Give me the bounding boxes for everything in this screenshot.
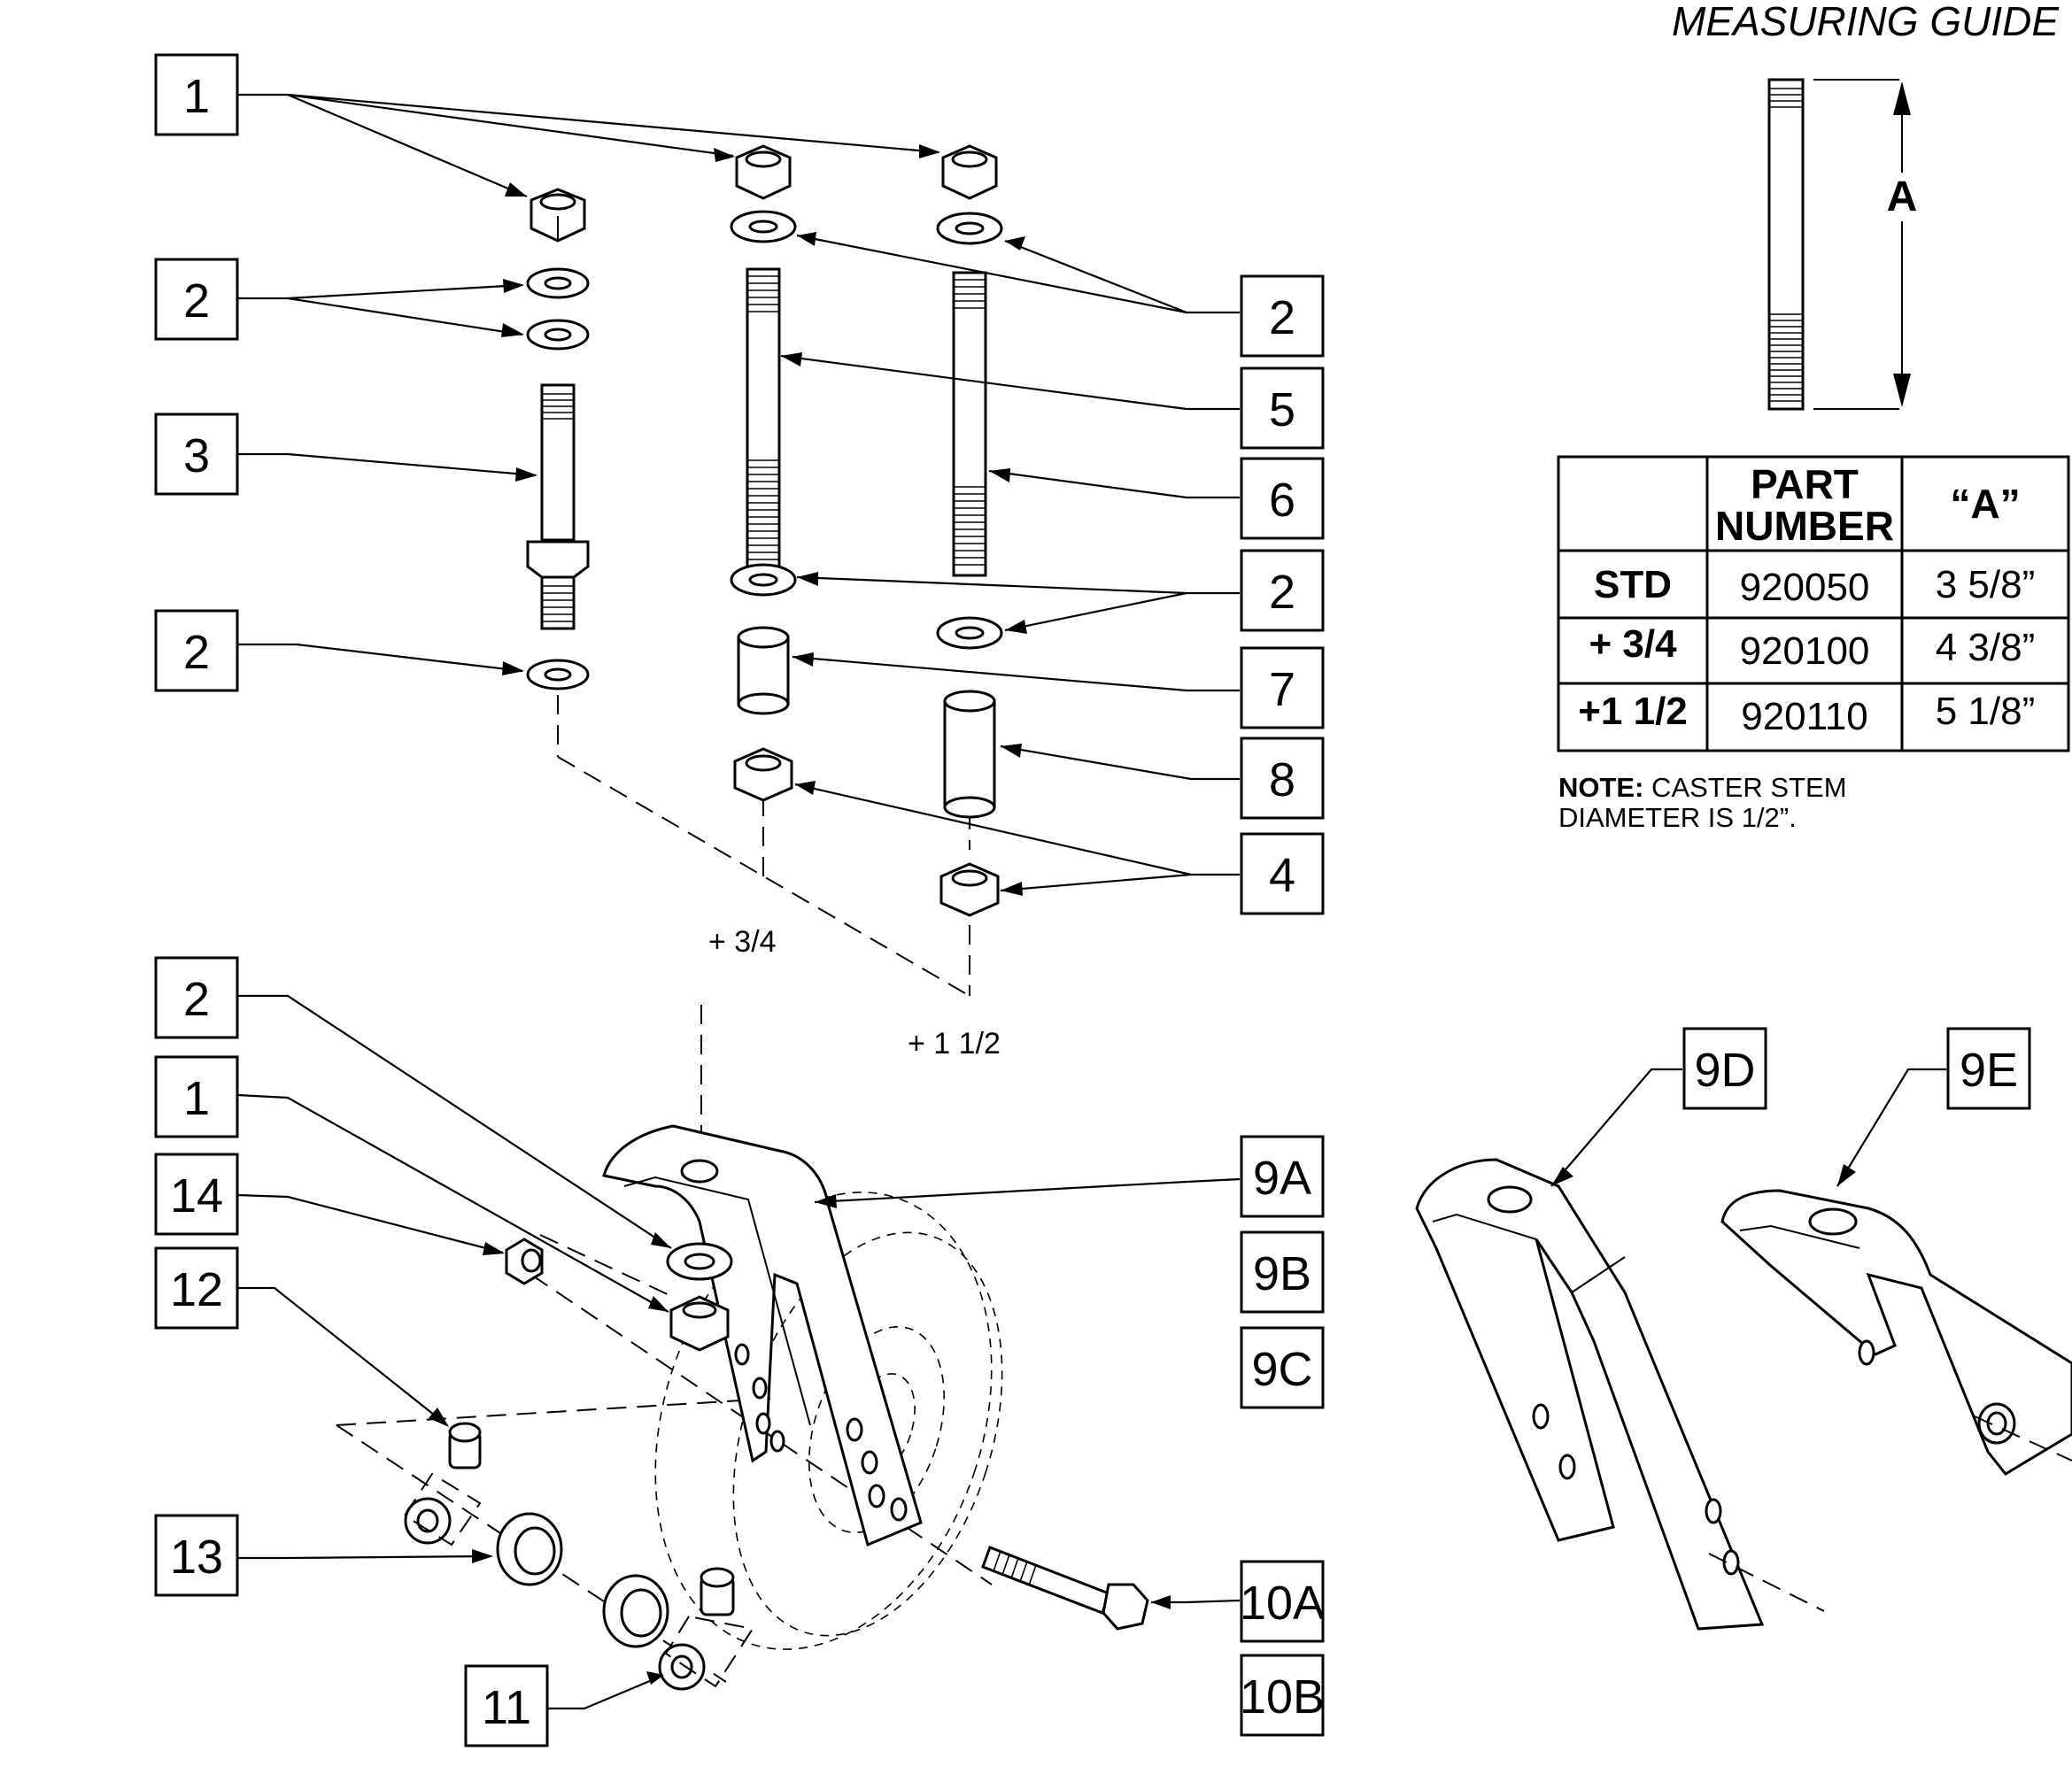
callout-9b: 9B <box>1240 1230 1325 1314</box>
stem-assembly-plus-three-quarter <box>730 144 797 802</box>
callout-11: 11 <box>464 1664 549 1747</box>
svg-text:5: 5 <box>1269 383 1295 436</box>
svg-text:14: 14 <box>170 1169 223 1223</box>
svg-text:11: 11 <box>482 1681 531 1734</box>
svg-text:NOTE: CASTER STEM: NOTE: CASTER STEM <box>1558 772 1847 803</box>
stem-assembly-plus-one-half <box>936 144 1003 917</box>
svg-text:4: 4 <box>1269 849 1295 902</box>
callout-9d: 9D <box>1682 1027 1767 1110</box>
table-row-one-half-a: 5 1/8” <box>1936 690 2036 733</box>
callout-10b: 10B <box>1240 1654 1325 1737</box>
svg-text:9A: 9A <box>1253 1152 1311 1205</box>
table-header-part-line1: PART <box>1751 461 1859 507</box>
table-header-a: “A” <box>1950 481 2020 527</box>
size-label-plus-three-quarter: + 3/4 <box>708 925 777 959</box>
table-row-std-part: 920050 <box>1740 566 1870 609</box>
svg-text:9C: 9C <box>1251 1343 1312 1396</box>
callout-8: 8 <box>1240 737 1325 820</box>
caster-fork-9d <box>1415 1158 1825 1631</box>
callout-1-top: 1 <box>154 53 239 136</box>
svg-text:9D: 9D <box>1694 1044 1755 1097</box>
leader-lines <box>236 93 1946 1710</box>
callout-9a: 9A <box>1240 1135 1325 1218</box>
table-header-part-line2: NUMBER <box>1715 503 1894 549</box>
callout-6: 6 <box>1240 457 1325 540</box>
svg-text:2: 2 <box>183 973 210 1026</box>
caster-fork-9e <box>1720 1189 2072 1476</box>
callout-boxes: 1 2 3 2 2 5 6 2 7 8 4 2 1 14 12 13 11 9A… <box>154 53 2031 1747</box>
svg-text:7: 7 <box>1269 663 1295 716</box>
svg-text:2: 2 <box>1269 291 1295 344</box>
svg-text:2: 2 <box>183 274 210 328</box>
svg-text:12: 12 <box>170 1263 223 1316</box>
svg-text:8: 8 <box>1269 753 1295 806</box>
note-bold: NOTE: <box>1558 772 1643 803</box>
callout-9c: 9C <box>1240 1326 1325 1409</box>
callout-14: 14 <box>154 1153 239 1236</box>
svg-text:2: 2 <box>1269 566 1295 619</box>
callout-10a: 10A <box>1240 1560 1325 1643</box>
svg-text:13: 13 <box>170 1531 223 1584</box>
table-row-std-a: 3 5/8” <box>1936 563 2036 606</box>
callout-9e: 9E <box>1946 1027 2031 1110</box>
measuring-guide-title: MEASURING GUIDE <box>1672 0 2060 44</box>
note-line2: DIAMETER IS 1/2”. <box>1558 802 1797 833</box>
callout-2-right-b: 2 <box>1240 549 1325 632</box>
callout-2-right-a: 2 <box>1240 274 1325 358</box>
stem-assembly-std <box>526 188 590 690</box>
callout-2-lower: 2 <box>154 956 239 1039</box>
callout-7: 7 <box>1240 646 1325 729</box>
note-line1: CASTER STEM <box>1643 772 1846 803</box>
callout-13: 13 <box>154 1514 239 1597</box>
svg-text:2: 2 <box>183 626 210 679</box>
dimension-a-label: A <box>1887 174 1918 220</box>
svg-text:1: 1 <box>183 1072 210 1125</box>
caster-fork-9a <box>602 1124 923 1547</box>
svg-text:9E: 9E <box>1960 1044 2018 1097</box>
table-row-one-half-size: +1 1/2 <box>1578 690 1688 733</box>
svg-text:1: 1 <box>183 70 210 123</box>
table-row-std-size: STD <box>1594 563 1672 606</box>
part-number-table: PART NUMBER “A” STD 920050 3 5/8” + 3/4 … <box>1557 455 2070 752</box>
svg-text:3: 3 <box>183 429 210 482</box>
arrow-heads <box>429 144 1856 1685</box>
measuring-guide: MEASURING GUIDE A <box>1672 0 2060 411</box>
table-row-three-quarter-part: 920100 <box>1740 629 1870 673</box>
callout-2-left-b: 2 <box>154 609 239 692</box>
table-row-three-quarter-size: + 3/4 <box>1589 622 1677 666</box>
caster-stem-note: NOTE: CASTER STEM DIAMETER IS 1/2”. <box>1558 772 1847 833</box>
axle-hardware <box>403 1422 1149 1691</box>
fork-top-hardware <box>505 1238 733 1352</box>
callout-4: 4 <box>1240 832 1325 915</box>
callout-2-left-a: 2 <box>154 258 239 341</box>
callout-3: 3 <box>154 413 239 496</box>
callout-5: 5 <box>1240 366 1325 450</box>
svg-text:10A: 10A <box>1240 1577 1325 1630</box>
callout-1-lower: 1 <box>154 1055 239 1138</box>
svg-text:10B: 10B <box>1240 1670 1325 1724</box>
svg-text:6: 6 <box>1269 474 1295 527</box>
size-label-plus-one-half: + 1 1/2 <box>908 1027 1001 1061</box>
table-row-three-quarter-a: 4 3/8” <box>1936 626 2036 669</box>
callout-12: 12 <box>154 1246 239 1330</box>
table-row-one-half-part: 920110 <box>1741 695 1868 738</box>
svg-text:9B: 9B <box>1253 1247 1311 1300</box>
